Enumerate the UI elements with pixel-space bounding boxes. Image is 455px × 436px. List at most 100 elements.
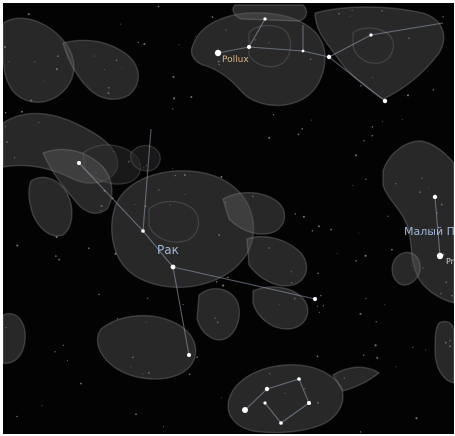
background-star [20,110,23,113]
cancer-artwork [28,144,309,380]
background-star [34,61,36,63]
background-star [381,121,383,122]
background-star [143,43,146,46]
background-star [131,356,134,359]
background-star [374,344,377,347]
gemini-artwork [190,4,445,107]
bright-stars [77,17,444,425]
star[interactable] [297,377,301,381]
background-star [391,248,393,251]
star[interactable] [307,401,311,405]
background-star [174,174,177,177]
background-star [98,293,100,296]
background-star [211,16,214,18]
background-star [142,373,144,375]
star[interactable] [187,353,191,357]
background-star [184,194,186,196]
background-star [172,168,174,170]
canis-minor-artwork [382,140,454,384]
hydra-artwork [227,364,381,434]
background-star [107,92,110,95]
background-star [320,295,322,297]
background-star [304,388,306,390]
background-star [310,119,312,121]
star[interactable] [264,386,270,392]
background-star [16,415,18,418]
pollux-label[interactable]: Pollux [222,55,249,65]
star[interactable] [263,401,267,405]
background-star [4,111,7,114]
left-artwork [3,17,142,364]
background-star [294,213,297,215]
background-star [196,356,198,358]
background-star [225,29,227,31]
background-star [440,203,443,206]
background-star [58,258,60,261]
background-star [158,189,160,191]
background-star [349,15,351,17]
background-star [316,355,319,358]
procyon-label[interactable]: Pro [446,257,454,266]
background-star [147,371,150,374]
star-pollux[interactable] [214,49,222,57]
background-star [183,173,186,177]
star[interactable] [141,229,145,233]
background-star [445,281,448,284]
background-star [220,175,223,178]
background-star [87,247,90,250]
background-star [343,377,346,379]
background-star [41,405,43,407]
star-procyon[interactable] [436,252,444,260]
background-star [135,413,137,416]
canis-minor-constellation-label[interactable]: Малый П [404,225,454,238]
background-star [451,294,453,297]
background-star [54,351,56,353]
background-star [269,372,271,375]
background-star [162,426,165,428]
background-star [318,225,320,228]
background-star [311,230,314,232]
background-star [401,118,403,120]
star[interactable] [77,161,81,165]
star[interactable] [313,297,317,301]
background-star [395,366,397,368]
star[interactable] [326,54,332,60]
star[interactable] [242,407,248,413]
background-star [297,133,300,136]
star[interactable] [170,264,176,270]
cancer-constellation-label[interactable]: Рак [157,243,179,257]
background-star [8,60,10,63]
background-star [66,359,68,362]
background-star [449,345,452,348]
background-star [362,354,365,356]
star[interactable] [432,194,438,200]
background-star [352,184,354,186]
background-star [317,401,319,404]
background-star [120,23,122,25]
background-star [360,84,362,87]
background-star [425,349,427,351]
star[interactable] [382,98,388,104]
background-star [411,265,413,267]
background-star [3,45,7,49]
star[interactable] [247,45,251,49]
sky-view[interactable]: Pollux Рак Малый П Pro [3,3,454,434]
background-star [220,397,222,399]
background-star [38,121,40,124]
star[interactable] [279,421,283,425]
sky-map[interactable] [3,3,454,434]
background-star [43,80,45,82]
background-star [115,59,118,62]
background-star [130,366,132,368]
background-star [364,254,367,257]
background-star [284,392,286,394]
star[interactable] [369,33,373,37]
star[interactable] [263,17,267,21]
background-star [104,69,106,70]
star[interactable] [301,49,305,53]
background-star [432,89,435,91]
background-star [442,16,444,18]
background-star [145,321,147,323]
background-star [290,271,293,273]
background-star [293,297,296,300]
